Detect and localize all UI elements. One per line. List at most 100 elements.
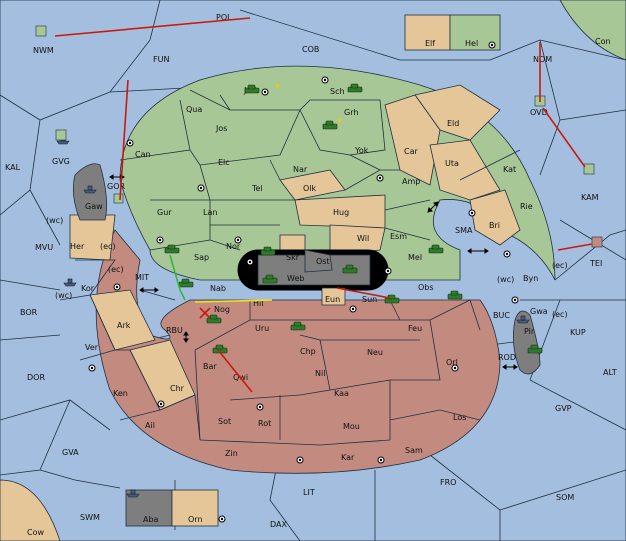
- home-marker-kam: [583, 163, 595, 175]
- label-hug: Hug: [333, 208, 349, 217]
- label-grh: Grh: [344, 108, 358, 117]
- support-line: [169, 254, 186, 301]
- double-arrow-icon: [183, 331, 189, 343]
- sea-label-mvu: MVU: [35, 243, 53, 252]
- home-marker-nwm: [35, 25, 47, 37]
- red-region-boundaries: [59, 259, 481, 446]
- label-ail: Ail: [145, 421, 155, 430]
- sea-label-dax: DAX: [270, 520, 287, 529]
- coast-label-gwa-ec: (ec): [552, 310, 568, 319]
- province-wil[interactable]: [329, 224, 386, 256]
- supply-center-icon: [218, 515, 226, 523]
- supply-center-icon: [511, 296, 519, 304]
- label-kaa: Kaa: [334, 389, 349, 398]
- label-pir: Pir: [524, 327, 535, 336]
- tank-icon: [212, 344, 228, 354]
- ship-icon: [126, 489, 140, 498]
- label-gvg: GVG: [52, 157, 70, 166]
- supply-center-icon: [503, 250, 511, 258]
- supply-center-icon: [157, 400, 165, 408]
- province-ost[interactable]: [304, 249, 333, 273]
- label-rot: Rot: [258, 419, 271, 428]
- sea-label-fro: FRO: [440, 478, 456, 487]
- tank-icon: [244, 84, 260, 94]
- label-zin: Zin: [225, 449, 238, 458]
- label-feu: Feu: [408, 324, 422, 333]
- label-bri: Bri: [489, 221, 500, 230]
- sea-label-nom: NOM: [533, 55, 552, 64]
- label-rie: Rie: [520, 202, 533, 211]
- label-tel: Tel: [251, 184, 263, 193]
- supply-center-icon: [349, 305, 357, 313]
- tank-icon: [347, 83, 363, 93]
- home-marker-gor: [113, 193, 124, 204]
- tank-icon: [342, 264, 358, 274]
- home-marker-tei: [591, 236, 603, 248]
- label-wil: Wil: [357, 234, 369, 243]
- sea-label-som: SOM: [556, 493, 574, 502]
- label-kat: Kat: [503, 165, 516, 174]
- province-pir[interactable]: [512, 310, 541, 375]
- supply-center-icon: [296, 456, 304, 464]
- province-her[interactable]: [69, 214, 116, 261]
- sea-label-gva: GVA: [62, 448, 79, 457]
- double-arrow-icon: [427, 201, 439, 213]
- label-elc: Elc: [218, 158, 230, 167]
- sea-label-mit: MIT: [135, 273, 149, 282]
- tank-icon: [322, 120, 338, 130]
- green-region-boundaries: [119, 89, 521, 251]
- sea-label-kup: KUP: [570, 328, 586, 337]
- tank-icon: [428, 244, 444, 254]
- label-ark: Ark: [117, 321, 131, 330]
- sea-label-sma: SMA: [455, 226, 473, 235]
- label-gor: GOR: [107, 182, 125, 191]
- sea-label-gvp: GVP: [555, 404, 572, 413]
- star-icon: ✶: [336, 117, 344, 127]
- sea-label-dor: DOR: [27, 373, 45, 382]
- label-nwm: NWM: [33, 46, 54, 55]
- label-nor: Nor: [226, 242, 241, 251]
- label-amp: Amp: [402, 177, 420, 186]
- province-elf[interactable]: [404, 14, 451, 51]
- label-sot: Sot: [218, 417, 231, 426]
- supply-center-icon: [113, 283, 121, 291]
- supply-center-icon: [376, 174, 384, 182]
- sea-label-rbu: RBU: [166, 326, 183, 335]
- label-neu: Neu: [367, 348, 383, 357]
- label-car: Car: [404, 147, 418, 156]
- armies: [164, 83, 543, 354]
- home-marker-gvg: [55, 129, 67, 141]
- label-lan: Lan: [203, 208, 217, 217]
- label-con: Con: [595, 37, 611, 46]
- label-sam: Sam: [405, 446, 423, 455]
- label-aba: Aba: [143, 515, 159, 524]
- sea-label-swm: SWM: [80, 513, 100, 522]
- label-sun: Sun: [362, 295, 377, 304]
- province-uta[interactable]: [429, 139, 501, 201]
- sea-label-pol: POL: [216, 13, 232, 22]
- order-arrow: [217, 349, 253, 393]
- tank-icon: [527, 344, 543, 354]
- ship-icon: [63, 278, 77, 287]
- orders: [54, 17, 593, 393]
- label-qua: Qua: [186, 105, 202, 114]
- label-tei: TEI: [589, 259, 602, 268]
- coast-label-byn-wc: (wc): [497, 275, 514, 284]
- coast-label-byn-ec: (ec): [552, 261, 568, 270]
- ship-icon: [83, 185, 97, 194]
- label-nil: Nil: [315, 369, 325, 378]
- province-orn[interactable]: [171, 489, 219, 527]
- coast-label-her-ec: (ec): [100, 242, 116, 251]
- label-web: Web: [287, 274, 304, 283]
- label-eld: Eld: [447, 119, 459, 128]
- order-arrow: [119, 79, 129, 201]
- label-ver: Ver: [85, 343, 99, 352]
- double-arrow-icon: [467, 248, 489, 254]
- province-bri[interactable]: [469, 189, 521, 246]
- label-chp: Chp: [300, 347, 316, 356]
- label-gaw: Gaw: [85, 202, 103, 211]
- label-uru: Uru: [255, 324, 269, 333]
- sea-label-buc: BUC: [493, 311, 510, 320]
